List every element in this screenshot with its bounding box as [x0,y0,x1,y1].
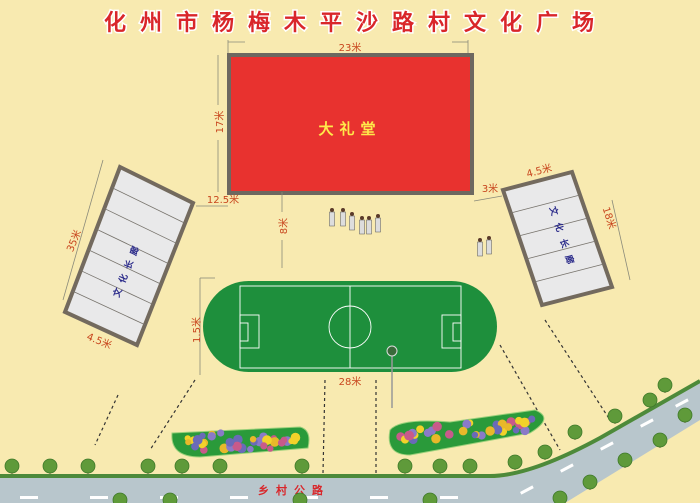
auditorium-label: 大礼堂 [318,120,381,138]
tree [678,408,692,422]
tree [553,491,567,503]
auditorium-width-label: 23米 [339,41,362,54]
tree [643,393,657,407]
tree [295,459,309,473]
auditorium-depth-label: 17米 [213,111,226,134]
left-gallery-length-label: 35米 [63,228,84,254]
tree [113,493,127,503]
tree [43,459,57,473]
auditorium: 23米 大礼堂 17米 [213,40,472,193]
tree [175,459,189,473]
tree [213,459,227,473]
person [360,216,364,220]
right-gallery: 文化长廊 18米 4.5米 3米 [474,161,630,305]
road-label: 乡村公路 [258,483,330,497]
tree [583,475,597,489]
tree [568,425,582,439]
flower-beds [172,410,544,457]
plan-title: 化州市杨梅木平沙路村文化广场 [104,10,608,36]
field-length-label: 28米 [339,375,362,388]
tree [463,459,477,473]
people-figures [330,208,492,256]
person [367,216,371,220]
tree [141,459,155,473]
person [341,208,345,212]
tree [608,409,622,423]
person [330,208,334,212]
tree [5,459,19,473]
right-gallery-offset-label: 3米 [482,182,498,195]
tree [423,493,437,503]
tree [538,445,552,459]
tree [508,455,522,469]
tree [81,459,95,473]
tree [658,378,672,392]
tree [433,459,447,473]
person [376,214,380,218]
tree [163,493,177,503]
field-margin-label: 1.5米 [190,317,203,343]
tree [653,433,667,447]
left-gallery: 文化长廊 35米 4.5米 [63,160,193,352]
person [478,238,482,242]
tree [618,453,632,467]
gallery-gap-label: 12.5米 [207,193,239,206]
person [487,236,491,240]
tree [293,493,307,503]
tree [398,459,412,473]
sports-field: 1.5米 28米 [190,278,497,408]
person [350,212,354,216]
plaza-depth-label: 8米 [277,218,290,234]
